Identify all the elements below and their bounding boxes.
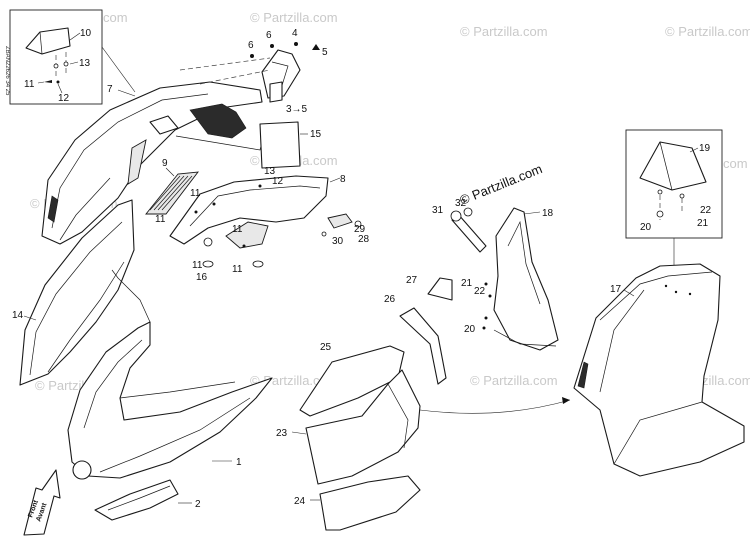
figure-code: ZBAN22626 34 25 bbox=[4, 46, 10, 96]
callout-11d: 11 bbox=[232, 224, 243, 235]
callout-27: 27 bbox=[406, 275, 418, 286]
callout-2: 2 bbox=[195, 499, 201, 510]
callout-11e: 11 bbox=[192, 260, 203, 271]
part-7-upper-fairing bbox=[41, 81, 263, 245]
callout-12a: 12 bbox=[58, 93, 70, 104]
callout-6a: 6 bbox=[266, 30, 272, 41]
callout-29: 29 bbox=[354, 224, 366, 235]
callout-12b: 12 bbox=[272, 176, 284, 187]
callout-32: 32 bbox=[455, 198, 467, 209]
callout-6b: 6 bbox=[248, 40, 254, 51]
callout-16: 16 bbox=[196, 272, 208, 283]
callout-7: 7 bbox=[107, 84, 113, 95]
callout-11f: 11 bbox=[232, 264, 243, 275]
callout-23: 23 bbox=[276, 428, 288, 439]
part-27-panel bbox=[427, 277, 453, 301]
callout-26: 26 bbox=[384, 294, 396, 305]
part-1-front-cowl bbox=[67, 269, 273, 480]
part-14-side-panel bbox=[19, 199, 135, 386]
callout-25: 25 bbox=[320, 342, 332, 353]
callout-28: 28 bbox=[358, 234, 370, 245]
callout-30: 30 bbox=[332, 236, 344, 247]
callout-20a: 20 bbox=[464, 324, 476, 335]
part-25-panel bbox=[299, 345, 405, 417]
callout-15: 15 bbox=[310, 129, 322, 140]
callout-20b: 20 bbox=[640, 222, 652, 233]
callout-17: 17 bbox=[610, 284, 622, 295]
callout-21b: 21 bbox=[697, 218, 709, 229]
callout-18: 18 bbox=[542, 208, 554, 219]
part-24-panel bbox=[319, 475, 421, 531]
part-2-chin bbox=[94, 479, 179, 521]
watermark-2: © Partzilla.com bbox=[250, 10, 338, 25]
callout-11b: 11 bbox=[190, 188, 201, 199]
detail-box-right bbox=[625, 129, 723, 239]
callout-14: 14 bbox=[12, 310, 24, 321]
callout-3to5: 3→5 bbox=[286, 104, 308, 115]
callout-8: 8 bbox=[340, 174, 346, 185]
callout-9: 9 bbox=[162, 158, 168, 169]
hardware-28-30 bbox=[321, 213, 362, 237]
bracket-assembly bbox=[179, 42, 320, 103]
callout-5: 5 bbox=[322, 47, 328, 58]
part-31-rod bbox=[450, 207, 487, 253]
part-8-duct bbox=[169, 175, 329, 249]
part-15-shield bbox=[259, 121, 301, 169]
callout-11c: 11 bbox=[155, 214, 166, 225]
part-18-bracket bbox=[493, 207, 559, 351]
callout-4: 4 bbox=[292, 28, 298, 39]
watermark-10: © Partzilla.com bbox=[470, 373, 558, 388]
callout-1: 1 bbox=[236, 457, 242, 468]
callout-13a: 13 bbox=[79, 58, 91, 69]
part-9-vent bbox=[145, 171, 199, 215]
callout-24: 24 bbox=[294, 496, 306, 507]
watermark-4: © Partzilla.com bbox=[665, 24, 750, 39]
callout-31: 31 bbox=[432, 205, 444, 216]
part-17-large-fairing bbox=[573, 263, 745, 477]
watermark-9: © Partzilla.com bbox=[250, 373, 338, 388]
part-26-strip bbox=[399, 307, 447, 385]
callout-11a: 11 bbox=[24, 79, 35, 90]
callout-22b: 22 bbox=[700, 205, 712, 216]
part-23-panel bbox=[305, 369, 421, 485]
callout-19: 19 bbox=[699, 143, 711, 154]
callout-13b: 13 bbox=[264, 166, 276, 177]
detail-box-left bbox=[9, 9, 103, 105]
callout-21a: 21 bbox=[461, 278, 473, 289]
callout-22a: 22 bbox=[474, 286, 486, 297]
front-arrow: Front Avant bbox=[23, 469, 61, 536]
watermark-center: © Partzilla.com bbox=[458, 161, 545, 208]
callout-10: 10 bbox=[80, 28, 92, 39]
watermark-3: © Partzilla.com bbox=[460, 24, 548, 39]
